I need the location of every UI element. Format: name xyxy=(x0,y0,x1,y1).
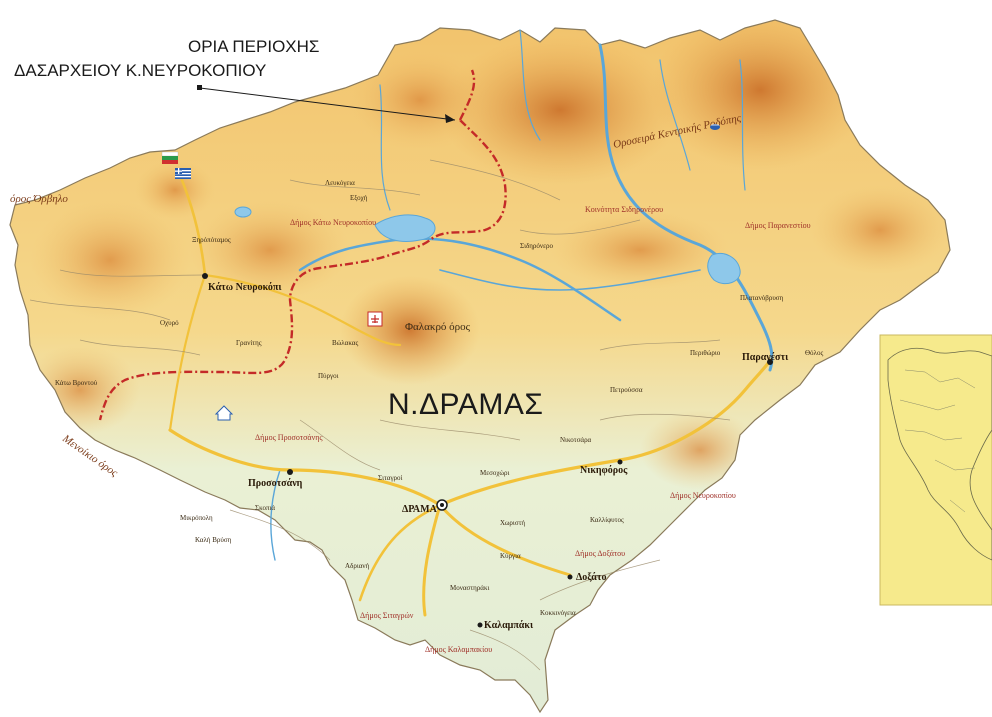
city-label-kato-nevrokopi: Κάτω Νευροκόπι xyxy=(208,282,282,293)
river-tributary-5 xyxy=(379,84,391,211)
bulgaria-flag-icon[interactable] xyxy=(161,151,179,164)
forestry-boundary[interactable] xyxy=(98,69,507,421)
road-nevrokopi-north[interactable] xyxy=(178,173,207,277)
annotation-arrow-line xyxy=(199,87,456,121)
rivers xyxy=(270,29,774,561)
river-tributary-3 xyxy=(659,59,691,171)
village-label: Βώλακας xyxy=(332,339,358,347)
city-label-drama: ΔΡΑΜΑ xyxy=(402,504,438,515)
village-label: Μικρόπολη xyxy=(180,514,213,522)
village-label: Πύργοι xyxy=(318,372,339,380)
village-label: Πλατανόβρυση xyxy=(740,294,784,302)
region-title: Ν.ΔΡΑΜΑΣ xyxy=(388,388,543,421)
village-label: Σιδηρόνερο xyxy=(520,242,554,250)
village-label: Κύργια xyxy=(500,552,521,560)
greece-flag-icon[interactable] xyxy=(175,168,191,179)
inset-greece-outline xyxy=(887,347,992,561)
village-label: Σκοπιά xyxy=(255,504,275,512)
lake-icon[interactable] xyxy=(710,124,720,130)
lake-small-north[interactable] xyxy=(234,206,252,218)
inset-map-background xyxy=(879,334,992,606)
municipality-label-doxatou: Δήμος Δοξάτου xyxy=(575,549,625,558)
minor-roads xyxy=(29,159,731,671)
village-labels: Ξηρόπόταμος Βώλακας Γρανίτης Σιδηρόνερο … xyxy=(55,179,823,617)
village-label: Γρανίτης xyxy=(236,339,262,347)
city-marker-icon xyxy=(287,469,293,475)
municipality-label-paranestiou: Δήμος Παρανεστίου xyxy=(745,221,811,230)
road-drama-south[interactable] xyxy=(422,503,442,617)
city-marker-dot xyxy=(440,503,444,507)
annotation-title-line1: ΟΡΙΑ ΠΕΡΙΟΧΗΣ xyxy=(188,37,319,56)
village-label: Μοναστηράκι xyxy=(450,584,489,592)
village-label: Ξηρόπόταμος xyxy=(192,236,231,244)
river-tributary-4 xyxy=(739,59,746,191)
city-marker-kato-nevrokopi[interactable]: Κάτω Νευροκόπι xyxy=(202,273,282,293)
village-label: Καλή Βρύση xyxy=(195,536,232,544)
city-marker-doxato[interactable]: Δοξάτο xyxy=(567,572,607,583)
annotation-arrow-head xyxy=(445,114,455,123)
river-tributary-1 xyxy=(439,269,701,291)
city-label-nikiforos: Νικηφόρος xyxy=(580,465,628,476)
city-marker-icon xyxy=(202,273,208,279)
river-tributary-6 xyxy=(270,469,281,561)
lake-thisavros[interactable] xyxy=(374,214,436,242)
inset-map[interactable] xyxy=(879,334,992,606)
municipality-label-sitagron: Δήμος Σιταγρών xyxy=(360,611,414,620)
city-label-doxato: Δοξάτο xyxy=(576,572,607,583)
city-marker-kalampaki[interactable]: Καλαμπάκι xyxy=(477,620,534,631)
lakes xyxy=(234,206,741,285)
village-label: Χωριστή xyxy=(500,519,525,527)
river-main xyxy=(298,237,622,322)
inset-region-lines xyxy=(899,369,976,513)
city-marker-prosotsani[interactable]: Προσοτσάνη xyxy=(248,469,303,489)
village-label: Μεσοχώρι xyxy=(480,469,509,477)
road-drama-doxato[interactable] xyxy=(438,503,572,577)
road-drama-paranesti[interactable] xyxy=(438,358,772,507)
village-label: Περιθώριο xyxy=(690,349,721,357)
municipality-label-nevrokopiou: Δήμος Νευροκοπίου xyxy=(670,491,736,500)
airport-icon[interactable] xyxy=(367,311,383,327)
village-label: Πετρούσσα xyxy=(610,386,643,394)
municipality-label-kalampakiou: Δήμος Καλαμπακίου xyxy=(425,645,492,654)
city-marker-paranesti[interactable]: Παρανέστι xyxy=(742,352,789,365)
road-nevrokopi-south[interactable] xyxy=(168,273,207,432)
annotation-arrow-start xyxy=(197,85,202,90)
village-label: Κάτω Βροντού xyxy=(55,379,98,387)
city-label-prosotsani: Προσοτσάνη xyxy=(248,478,303,489)
village-label: Νικοτσάρα xyxy=(560,436,592,444)
village-label: Κοκκινόγεια xyxy=(540,609,576,617)
annotation-title-line2: ΔΑΣΑΡΧΕΙΟΥ Κ.ΝΕΥΡΟΚΟΠΙΟΥ xyxy=(14,61,266,80)
village-label: Θόλος xyxy=(805,349,823,357)
city-markers: ΔΡΑΜΑ Κάτω Νευροκόπι Προσοτσάνη Παρανέστ… xyxy=(202,273,789,631)
village-label: Οχυρό xyxy=(160,319,179,327)
municipality-label-prosotsanis: Δήμος Προσοτσάνης xyxy=(255,433,323,442)
city-marker-icon xyxy=(617,459,623,465)
city-label-paranesti: Παρανέστι xyxy=(742,352,789,363)
municipality-label-kato-nevrokopiou: Δήμος Κάτω Νευροκοπίου xyxy=(290,218,376,227)
road-drama-sw[interactable] xyxy=(358,503,442,602)
mountain-label-orvilos: όρος Όρβηλο xyxy=(10,193,68,205)
mountain-label-falakro: Φαλακρό όρος xyxy=(405,321,471,333)
river-tributary-2 xyxy=(519,29,541,141)
city-marker-icon xyxy=(767,359,773,365)
refuge-icon[interactable] xyxy=(214,405,234,421)
city-marker-icon xyxy=(477,622,483,628)
village-label: Σιταγροί xyxy=(378,474,403,482)
road-nevrokopi-east[interactable] xyxy=(203,273,402,347)
village-label: Καλλίφυτος xyxy=(590,516,624,524)
river-nestos xyxy=(598,43,774,372)
lake-platanovrysi[interactable] xyxy=(707,253,741,285)
municipality-label-sidironerou: Κοινότητα Σιδηρονέρου xyxy=(585,205,663,214)
city-marker-icon xyxy=(567,574,573,580)
village-label: Αδριανή xyxy=(345,562,370,570)
city-marker-nikiforos[interactable]: Νικηφόρος xyxy=(580,459,628,477)
city-label-kalampaki: Καλαμπάκι xyxy=(484,620,534,631)
village-label: Εξοχή xyxy=(350,194,368,202)
city-marker-drama[interactable]: ΔΡΑΜΑ xyxy=(402,499,448,515)
village-label: Λευκόγεια xyxy=(325,179,355,187)
